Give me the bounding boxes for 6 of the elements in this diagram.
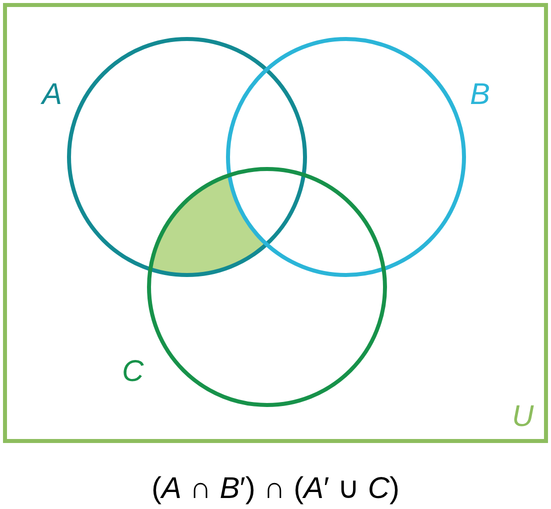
set-label: A [42, 78, 62, 112]
set-label: B [470, 78, 490, 112]
set-label: C [122, 355, 144, 389]
set-label: U [512, 400, 534, 434]
universe-rectangle [3, 3, 548, 443]
set-expression-caption: (A ∩ B′) ∩ (A′ ∪ C) [150, 471, 401, 507]
